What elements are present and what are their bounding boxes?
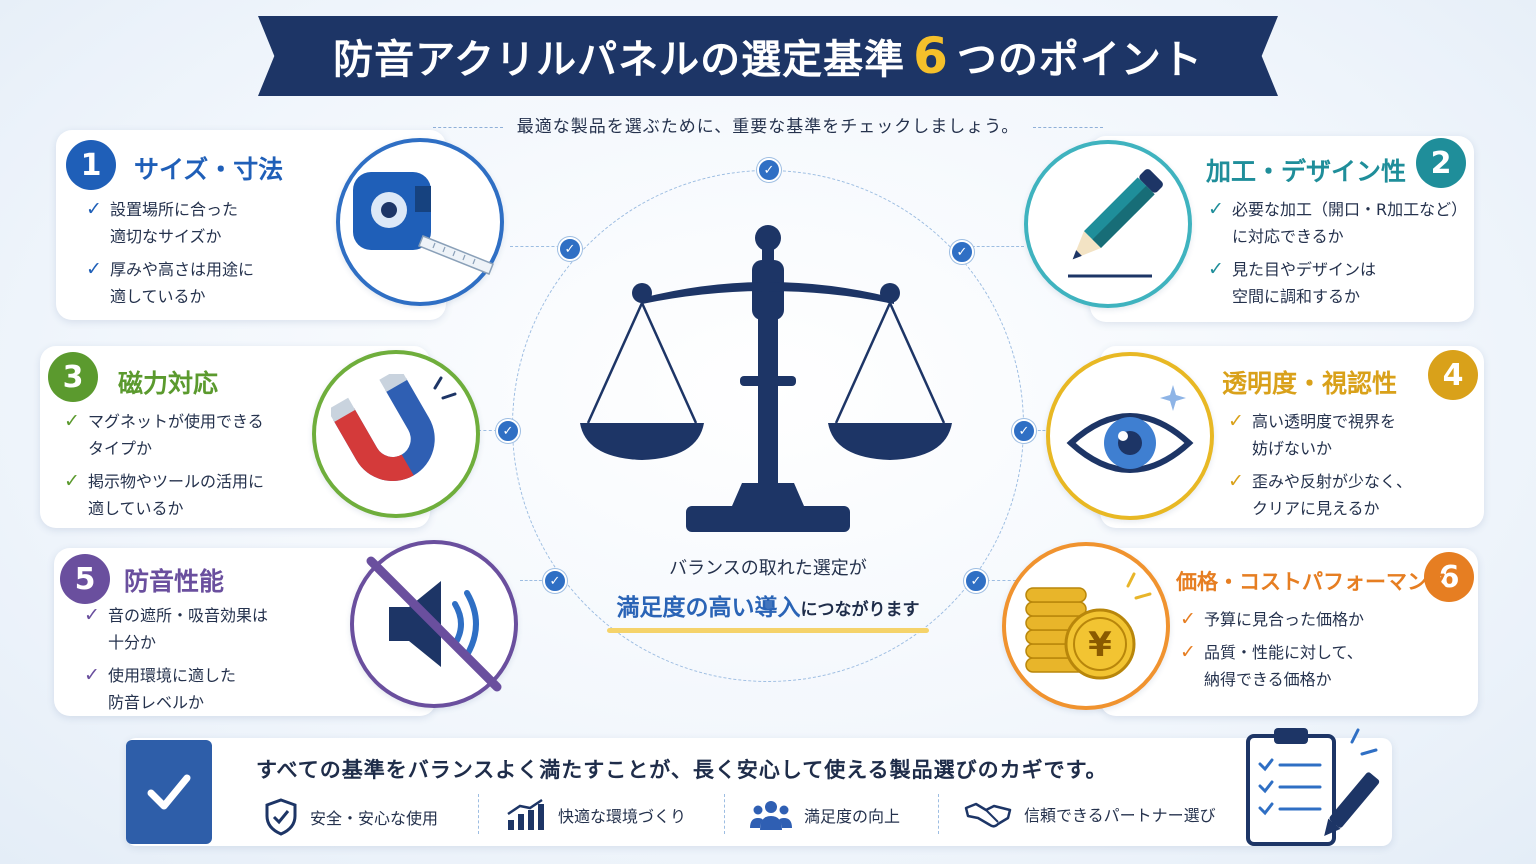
point-5-item-2: 使用環境に適した 防音レベルか — [108, 666, 237, 712]
feature-label-4: 信頼できるパートナー選び — [1024, 806, 1216, 825]
ring-check-3: ✓ — [496, 419, 520, 443]
muted-speaker-icon — [366, 556, 502, 692]
tape-measure-icon — [353, 172, 494, 275]
connector-5 — [520, 580, 556, 581]
point-5-item-1: 音の遮所・吸音効果は 十分か — [108, 606, 269, 652]
yen-coins-icon: ¥ — [1025, 572, 1152, 680]
feature-divider-2 — [724, 794, 725, 834]
feature-label-1: 安全・安心な使用 — [310, 809, 439, 828]
point-number-1: 1 — [66, 140, 116, 190]
ring-check-4: ✓ — [1012, 419, 1036, 443]
bottom-message: すべての基準をバランスよく満たすことが、長く安心して使える製品選びのカギです。 — [256, 758, 1108, 782]
ring-check-top: ✓ — [757, 158, 781, 182]
ring-check-2: ✓ — [950, 240, 974, 264]
point-icon-circle-3 — [312, 350, 480, 518]
point-3-item-1: マグネットが使用できる タイプか — [88, 412, 264, 458]
point-title-5: 防音性能 — [124, 567, 225, 596]
connector-4 — [1024, 430, 1050, 431]
pencil-icon — [1068, 169, 1163, 278]
connector-6 — [976, 580, 1016, 581]
point-1-item-1: 設置場所に合った 適切なサイズか — [110, 200, 239, 246]
point-1-item-2: 厚みや高さは用途に 適しているか — [110, 260, 255, 306]
point-4-item-2: 歪みや反射が少なく、 クリアに見えるか — [1252, 472, 1413, 518]
point-icon-circle-6: ¥ — [1002, 542, 1170, 710]
point-3-item-2: 掲示物やツールの活用に 適しているか — [88, 472, 265, 518]
point-number-2: 2 — [1416, 138, 1466, 188]
eye-icon — [1066, 385, 1194, 473]
center-line-2-suffix: につながります — [800, 600, 920, 620]
point-title-3: 磁力対応 — [118, 369, 219, 398]
feature-satisfaction: 満足度の向上 — [750, 798, 900, 832]
point-items-1: ✓設置場所に合った 適切なサイズか ✓厚みや高さは用途に 適しているか — [86, 196, 254, 316]
point-2-item-2: 見た目やデザインは 空間に調和するか — [1232, 260, 1377, 306]
title-number: 6 — [913, 27, 949, 85]
svg-text:¥: ¥ — [1088, 625, 1112, 665]
point-4-item-1: 高い透明度で視界を 妨げないか — [1252, 412, 1397, 458]
page-title: 防音アクリルパネルの選定基準 — [333, 37, 906, 83]
point-6-item-2: 品質・性能に対して、 納得できる価格か — [1204, 643, 1363, 689]
center-line-1: バランスの取れた選定が — [669, 558, 867, 579]
handshake-icon — [964, 802, 1012, 828]
ring-check-5: ✓ — [543, 569, 567, 593]
center-line-2: 満足度の高い導入につながります — [580, 588, 956, 622]
point-icon-circle-1 — [336, 138, 504, 306]
point-title-6: 価格・コストパフォーマンス — [1176, 570, 1449, 594]
center-underline — [607, 628, 929, 633]
magnet-icon — [331, 374, 457, 481]
feature-divider-3 — [938, 794, 939, 834]
point-items-3: ✓マグネットが使用できる タイプか ✓掲示物やツールの活用に 適しているか — [64, 408, 264, 528]
point-items-6: ✓予算に見合った価格か ✓品質・性能に対して、 納得できる価格か — [1180, 606, 1364, 699]
subtitle-divider-right — [1033, 126, 1104, 128]
point-items-2: ✓必要な加工（開口・R加工など） に対応できるか ✓見た目やデザインは 空間に調… — [1208, 196, 1467, 316]
point-6-item-1: 予算に見合った価格か — [1204, 610, 1365, 629]
connector-3 — [478, 430, 508, 431]
point-title-1: サイズ・寸法 — [134, 155, 284, 184]
bottom-summary: すべての基準をバランスよく満たすことが、長く安心して使える製品選びのカギです。 … — [126, 728, 1392, 846]
feature-divider-1 — [478, 794, 479, 834]
point-icon-circle-5 — [350, 540, 518, 708]
point-number-4: 4 — [1428, 350, 1478, 400]
subtitle: 最適な製品を選ぶために、重要な基準をチェックしましょう。 — [516, 117, 1020, 137]
point-number-3: 3 — [48, 352, 98, 402]
feature-comfort: 快適な環境づくり — [506, 798, 686, 832]
point-number-5: 5 — [60, 554, 110, 604]
connector-2 — [962, 246, 1024, 247]
connector-1 — [510, 246, 570, 247]
feature-partner: 信頼できるパートナー選び — [964, 798, 1216, 830]
point-items-4: ✓高い透明度で視界を 妨げないか ✓歪みや反射が少なく、 クリアに見えるか — [1228, 408, 1412, 528]
ring-check-1: ✓ — [558, 237, 582, 261]
feature-label-3: 満足度の向上 — [804, 807, 901, 826]
check-icon — [126, 740, 212, 844]
feature-safety: 安全・安心な使用 — [264, 798, 438, 836]
point-icon-circle-2 — [1024, 140, 1192, 308]
clipboard-pen-icon — [1246, 728, 1380, 846]
subtitle-row: 最適な製品を選ぶために、重要な基準をチェックしましょう。 — [0, 112, 1536, 137]
subtitle-divider-left — [432, 126, 503, 128]
point-number-6: 6 — [1424, 552, 1474, 602]
balance-scale-icon — [580, 225, 952, 532]
page-title-suffix: つのポイント — [956, 37, 1203, 83]
point-icon-circle-4 — [1046, 352, 1214, 520]
shield-check-icon — [265, 798, 297, 836]
point-title-2: 加工・デザイン性 — [1206, 157, 1407, 186]
center-highlight: 満足度の高い導入 — [616, 595, 801, 621]
ring-check-6: ✓ — [964, 569, 988, 593]
point-2-item-1: 必要な加工（開口・R加工など） に対応できるか — [1232, 200, 1468, 246]
growth-chart-icon — [507, 798, 544, 830]
point-title-4: 透明度・視認性 — [1222, 369, 1398, 398]
center-message: バランスの取れた選定が 満足度の高い導入につながります — [580, 554, 956, 633]
title-banner: 防音アクリルパネルの選定基準 6 つのポイント — [258, 16, 1278, 96]
point-items-5: ✓音の遮所・吸音効果は 十分か ✓使用環境に適した 防音レベルか — [84, 602, 268, 722]
feature-label-2: 快適な環境づくり — [558, 807, 687, 826]
people-icon — [750, 801, 792, 830]
